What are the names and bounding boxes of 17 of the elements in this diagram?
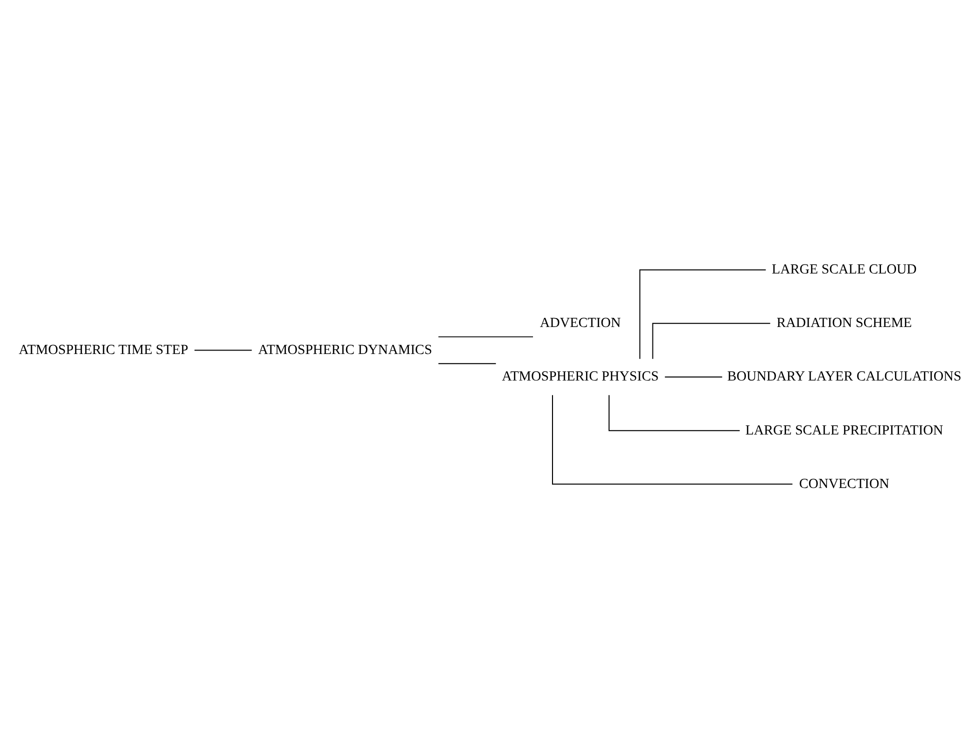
connector [652,322,771,359]
connector [664,376,723,377]
node-text: ATMOSPHERIC DYNAMICS [258,342,432,358]
node-text: ADVECTION [540,316,621,331]
connector [639,268,766,359]
node-text: ATMOSPHERIC PHYSICS [502,369,659,384]
node-text: CONVECTION [799,476,890,492]
connector [194,349,252,350]
node-text: BOUNDARY LAYER CALCULATIONS [727,369,962,384]
node-text: LARGE SCALE CLOUD [772,262,917,277]
node-text: ATMOSPHERIC TIME STEP [18,342,188,358]
connector [552,394,793,484]
node-text: LARGE SCALE PRECIPITATION [745,422,944,438]
connector [608,394,740,431]
connector [438,362,496,364]
connector [438,336,534,337]
node-text: RADIATION SCHEME [776,316,912,331]
